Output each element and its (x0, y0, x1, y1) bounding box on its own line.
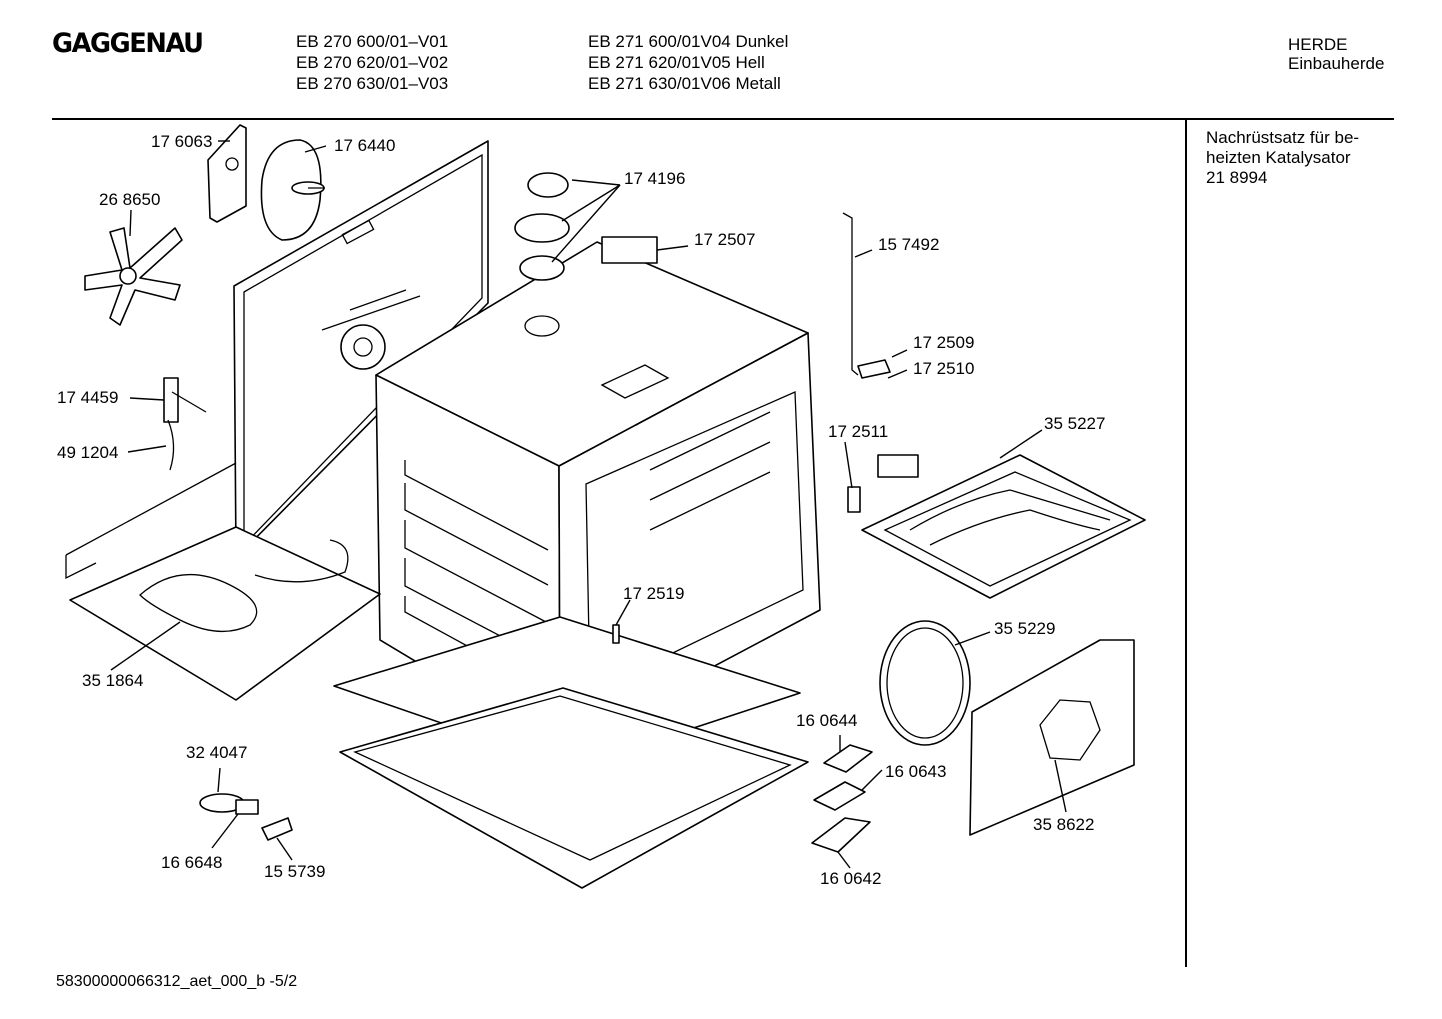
temperature-sensor (163, 377, 207, 471)
part-label: 17 4459 (57, 388, 118, 407)
rear-panel (233, 140, 489, 559)
part-label: 35 8622 (1033, 815, 1094, 834)
model-number: EB 270 620/01–V02 (296, 53, 449, 72)
small-parts (199, 172, 873, 853)
fan-cover (969, 639, 1135, 836)
part-label: 26 8650 (99, 190, 160, 209)
model-list-right: EB 271 600/01V04 Dunkel EB 271 620/01V05… (588, 31, 788, 94)
fan-wheel (84, 227, 183, 326)
part-label: 17 6440 (334, 136, 395, 155)
motor-bracket (207, 124, 247, 223)
category-block: HERDE Einbauherde (1288, 35, 1384, 73)
part-label: 17 2510 (913, 359, 974, 378)
part-label: 17 4196 (624, 169, 685, 188)
part-label: 16 0644 (796, 711, 857, 730)
note-line: Nachrüstsatz für be- (1206, 128, 1360, 147)
ring-element (879, 620, 971, 746)
model-number: EB 271 600/01V04 Dunkel (588, 32, 789, 51)
model-number: EB 271 630/01V06 Metall (588, 74, 781, 93)
floor-plates (333, 616, 809, 889)
leader-lines (110, 140, 1067, 869)
category-title: HERDE (1288, 35, 1348, 54)
model-number: EB 270 630/01–V03 (296, 74, 449, 93)
part-label: 17 2519 (623, 584, 684, 603)
brand-logo: GAGGENAU (52, 28, 204, 59)
model-number: EB 271 620/01V05 Hell (588, 53, 765, 72)
part-label: 49 1204 (57, 443, 118, 462)
grill-element (861, 454, 1146, 599)
part-label: 16 0643 (885, 762, 946, 781)
oven-ribs (404, 411, 771, 691)
part-label: 35 1864 (82, 671, 143, 690)
sidebar-divider (1185, 119, 1187, 967)
part-label: 15 5739 (264, 862, 325, 881)
header-divider (52, 118, 1394, 120)
part-label: 17 2511 (828, 422, 888, 441)
model-number: EB 270 600/01–V01 (296, 32, 449, 51)
part-label: 17 6063 (151, 132, 212, 151)
part-label: 16 6648 (161, 853, 222, 872)
part-label: 17 2507 (694, 230, 755, 249)
model-list-left: EB 270 600/01–V01 EB 270 620/01–V02 EB 2… (296, 31, 448, 94)
fan-motor (260, 139, 325, 241)
retrofit-note: Nachrüstsatz für be- heizten Katalysator… (1206, 128, 1359, 188)
category-subtitle: Einbauherde (1288, 54, 1385, 73)
part-label: 17 2509 (913, 333, 974, 352)
part-labels: 17 6063 17 6440 26 8650 17 4196 17 2507 … (57, 132, 1105, 888)
note-line: 21 8994 (1206, 168, 1268, 187)
bottom-tray (65, 462, 381, 701)
document-footer: 58300000066312_aet_000_b -5/2 (56, 973, 298, 990)
thermostat-rod (842, 212, 891, 379)
part-label: 15 7492 (878, 235, 939, 254)
part-label: 35 5227 (1044, 414, 1105, 433)
part-label: 32 4047 (186, 743, 247, 762)
part-label: 35 5229 (994, 619, 1055, 638)
note-line: heizten Katalysator (1206, 148, 1351, 167)
part-label: 16 0642 (820, 869, 881, 888)
